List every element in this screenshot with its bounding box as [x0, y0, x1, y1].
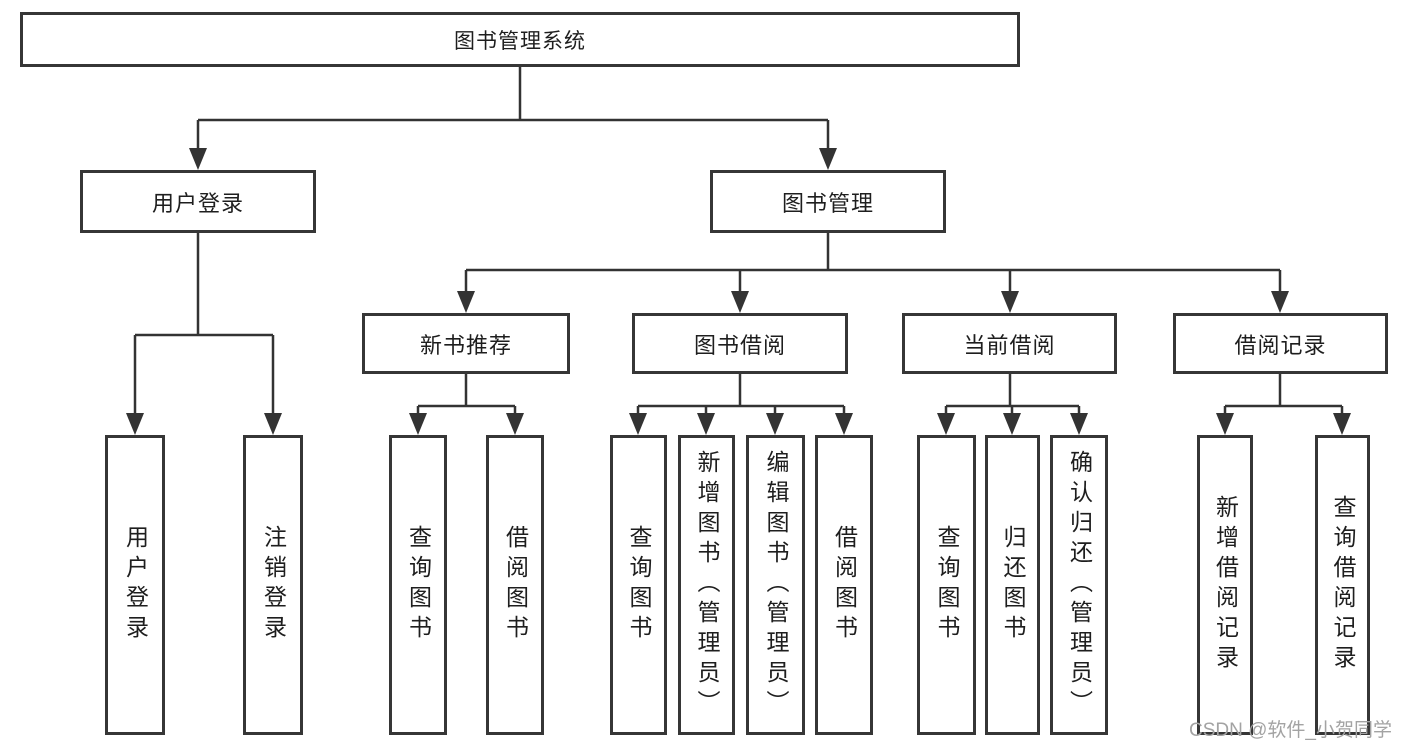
node-library-system-label: 图书管理系统 — [454, 29, 586, 53]
leaf-logout: 注销登录 — [243, 435, 303, 735]
leaf-add-books-admin: 新增图书（管理员） — [678, 435, 735, 735]
leaf-add-books-admin-label: 新增图书（管理员） — [694, 450, 720, 720]
leaf-query-books-borrow: 查询图书 — [610, 435, 667, 735]
node-book-borrowing: 图书借阅 — [632, 313, 848, 374]
leaf-query-books-recommend: 查询图书 — [389, 435, 447, 735]
node-book-borrowing-label: 图书借阅 — [693, 332, 786, 358]
leaf-query-books-recommend-label: 查询图书 — [405, 525, 432, 645]
leaf-borrow-books-recommend: 借阅图书 — [486, 435, 544, 735]
node-new-book-recommendation-label: 新书推荐 — [419, 332, 512, 358]
watermark: CSDN @软件_小贺同学 — [1189, 720, 1392, 741]
leaf-query-borrow-record: 查询借阅记录 — [1315, 435, 1370, 735]
node-book-management-label: 图书管理 — [781, 190, 874, 216]
leaf-user-login: 用户登录 — [105, 435, 165, 735]
leaf-query-books-borrow-label: 查询图书 — [626, 525, 652, 645]
node-library-system: 图书管理系统 — [20, 12, 1020, 67]
leaf-user-login-label: 用户登录 — [122, 525, 149, 645]
leaf-borrow-books-label: 借阅图书 — [831, 525, 858, 645]
node-borrowing-records-label: 借阅记录 — [1234, 332, 1327, 358]
leaf-confirm-return-admin: 确认归还（管理员） — [1050, 435, 1108, 735]
leaf-return-books-label: 归还图书 — [1000, 525, 1026, 645]
node-user-login-label: 用户登录 — [151, 190, 244, 216]
leaf-query-borrow-record-label: 查询借阅记录 — [1330, 495, 1356, 675]
leaf-query-books-current: 查询图书 — [917, 435, 976, 735]
leaf-borrow-books-recommend-label: 借阅图书 — [502, 525, 529, 645]
node-book-management: 图书管理 — [710, 170, 946, 233]
leaf-logout-label: 注销登录 — [260, 525, 287, 645]
node-user-login: 用户登录 — [80, 170, 316, 233]
leaf-add-borrow-record-label: 新增借阅记录 — [1212, 495, 1239, 675]
leaf-add-borrow-record: 新增借阅记录 — [1197, 435, 1253, 735]
node-current-borrowing-label: 当前借阅 — [963, 332, 1056, 358]
leaf-return-books: 归还图书 — [985, 435, 1040, 735]
node-current-borrowing: 当前借阅 — [902, 313, 1117, 374]
leaf-query-books-current-label: 查询图书 — [934, 525, 960, 645]
node-borrowing-records: 借阅记录 — [1173, 313, 1388, 374]
leaf-edit-books-admin: 编辑图书（管理员） — [746, 435, 805, 735]
leaf-borrow-books: 借阅图书 — [815, 435, 873, 735]
leaf-edit-books-admin-label: 编辑图书（管理员） — [763, 450, 789, 720]
leaf-confirm-return-admin-label: 确认归还（管理员） — [1066, 450, 1093, 720]
node-new-book-recommendation: 新书推荐 — [362, 313, 570, 374]
